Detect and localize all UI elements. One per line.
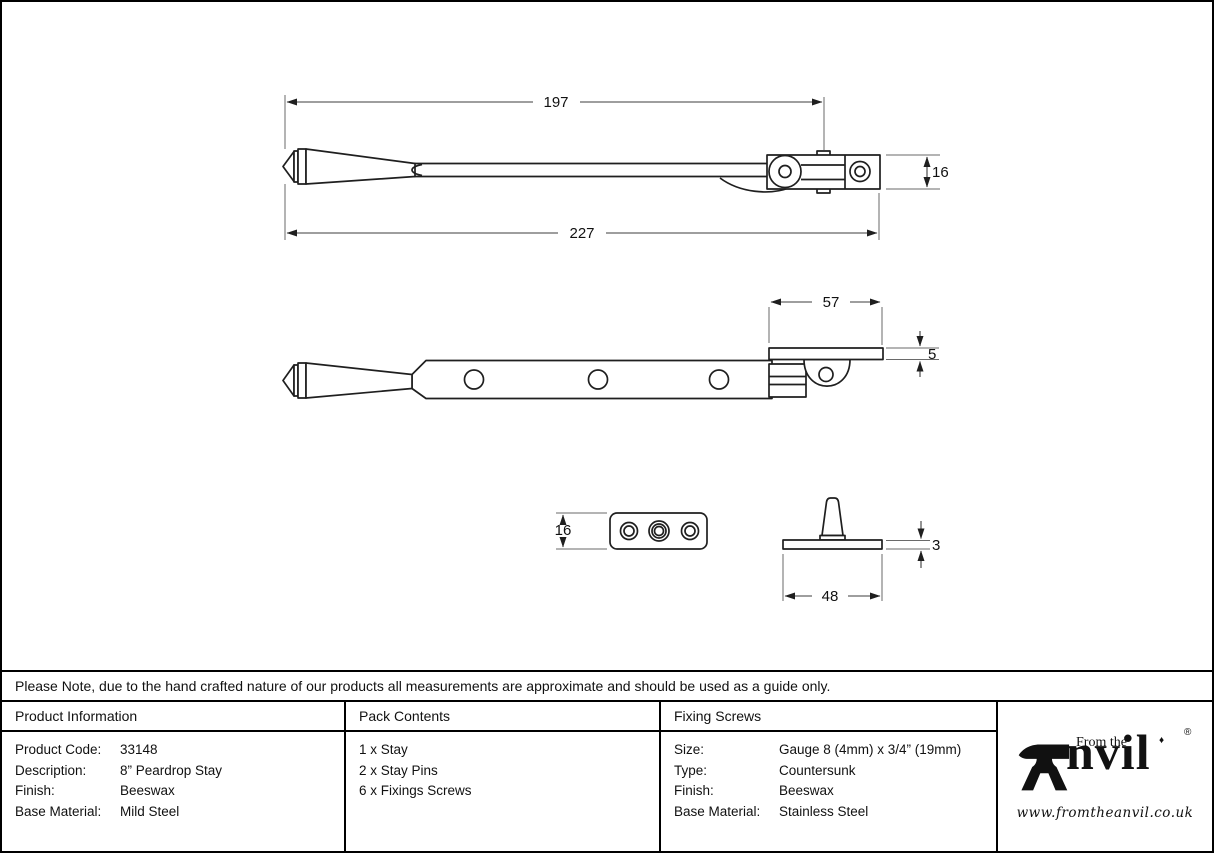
product-information-body: Product Code: 33148 Description: 8” Peardr… xyxy=(2,732,346,851)
dim-label-overall-length: 227 xyxy=(569,225,594,242)
spec-value: Stainless Steel xyxy=(779,803,869,819)
spec-label: Finish: xyxy=(674,783,714,798)
spec-label: Type: xyxy=(674,762,708,778)
spec-label: Product Code: xyxy=(15,742,102,757)
dim-label-pin-base-length: 48 xyxy=(822,588,839,605)
bar-hole-1 xyxy=(463,369,485,390)
handle-taper-plan xyxy=(305,362,413,399)
dimension-57: 57 xyxy=(770,294,881,311)
anvil-icon xyxy=(1018,744,1070,790)
from-the-anvil-logo: From the ♦ ® nvil xyxy=(1016,724,1194,799)
logo-website-url: www.fromtheanvil.co.uk xyxy=(1016,804,1194,821)
spec-table: Product Information Pack Contents Fixing… xyxy=(2,702,1212,851)
dimension-197: 197 xyxy=(286,94,823,111)
pack-item: 2 x Stay Pins xyxy=(359,762,438,778)
handle-taper-side xyxy=(305,148,416,185)
screw-hole-inner xyxy=(854,165,866,178)
keep-plate-view: 16 xyxy=(555,512,708,550)
measurement-note: Please Note, due to the hand crafted nat… xyxy=(2,670,1212,702)
spec-value: Gauge 8 (4mm) x 3/4” (19mm) xyxy=(779,742,962,757)
technical-drawing: 197 227 16 xyxy=(282,94,949,605)
spec-row: Base Material: Stainless Steel xyxy=(674,802,996,823)
diamond-icon: ♦ xyxy=(1159,734,1165,746)
pivot-hole xyxy=(778,164,792,179)
pack-contents-body: 1 x Stay 2 x Stay Pins 6 x Fixings Screw… xyxy=(346,732,661,851)
spec-row: Type: Countersunk xyxy=(674,761,996,782)
pack-item: 6 x Fixings Screws xyxy=(359,783,472,798)
dimension-16-end: 16 xyxy=(923,156,949,188)
spec-row: Base Material: Mild Steel xyxy=(15,802,344,823)
spec-value: Beeswax xyxy=(779,783,834,798)
keeper-pin-hole xyxy=(818,366,834,383)
stay-pin-base xyxy=(782,539,883,550)
clevis-end xyxy=(768,363,807,398)
dimension-48: 48 xyxy=(784,588,881,605)
spec-row: Finish: Beeswax xyxy=(674,781,996,802)
dim-label-keep-plate-height: 16 xyxy=(555,522,572,539)
keeper-plate xyxy=(768,347,884,361)
stay-pin-view: 3 48 xyxy=(782,497,940,605)
dim-label-keeper-length: 57 xyxy=(823,294,840,311)
spec-label: Base Material: xyxy=(674,803,761,819)
spec-label: Finish: xyxy=(15,783,55,798)
header-fixing-screws: Fixing Screws xyxy=(661,702,998,732)
pack-item: 1 x Stay xyxy=(359,742,408,757)
note-text: Please Note, due to the hand crafted nat… xyxy=(15,678,831,694)
header-product-information: Product Information xyxy=(2,702,346,732)
spec-value: 8” Peardrop Stay xyxy=(120,762,223,778)
dimension-16-plate: 16 xyxy=(555,514,572,548)
spec-value: 33148 xyxy=(120,742,158,757)
spec-value: Countersunk xyxy=(779,762,856,778)
stay-plan-view: 57 5 xyxy=(282,294,939,400)
brand-logo-cell: From the ♦ ® nvil www.fromtheanvil.co.uk xyxy=(998,702,1212,851)
spec-value: Mild Steel xyxy=(120,803,180,819)
spec-row: Finish: Beeswax xyxy=(15,781,344,802)
dim-label-arm-length: 197 xyxy=(543,94,568,111)
dimension-3: 3 xyxy=(917,521,940,568)
logo-brand-text: nvil xyxy=(1066,723,1151,780)
dimension-5: 5 xyxy=(916,331,936,377)
peardrop-tip-plan xyxy=(282,364,295,397)
spec-row: Size: Gauge 8 (4mm) x 3/4” (19mm) xyxy=(674,740,996,761)
header-pack-contents: Pack Contents xyxy=(346,702,661,732)
spec-label: Description: xyxy=(15,762,87,778)
dim-label-end-height: 16 xyxy=(932,164,949,181)
bar-hole-2 xyxy=(587,369,609,390)
fixing-screws-body: Size: Gauge 8 (4mm) x 3/4” (19mm) Type: Co… xyxy=(661,732,998,851)
peardrop-tip-side xyxy=(282,150,295,183)
spec-label: Size: xyxy=(674,742,705,757)
bar-hole-3 xyxy=(708,369,730,390)
spec-row: Description: 8” Peardrop Stay xyxy=(15,761,344,782)
logo-from-the: From the xyxy=(1076,734,1127,750)
spec-label: Base Material: xyxy=(15,803,102,819)
registered-trademark-icon: ® xyxy=(1184,726,1192,738)
spec-row: Product Code: 33148 xyxy=(15,740,344,761)
stay-pin-cone xyxy=(821,497,844,537)
dim-label-pin-base-thickness: 3 xyxy=(932,537,940,554)
stay-side-view: 197 227 16 xyxy=(282,94,949,242)
dimension-227: 227 xyxy=(286,225,878,242)
spec-value: Beeswax xyxy=(120,783,175,798)
stay-arm-side xyxy=(408,162,771,178)
dim-label-keeper-thickness: 5 xyxy=(928,346,936,363)
